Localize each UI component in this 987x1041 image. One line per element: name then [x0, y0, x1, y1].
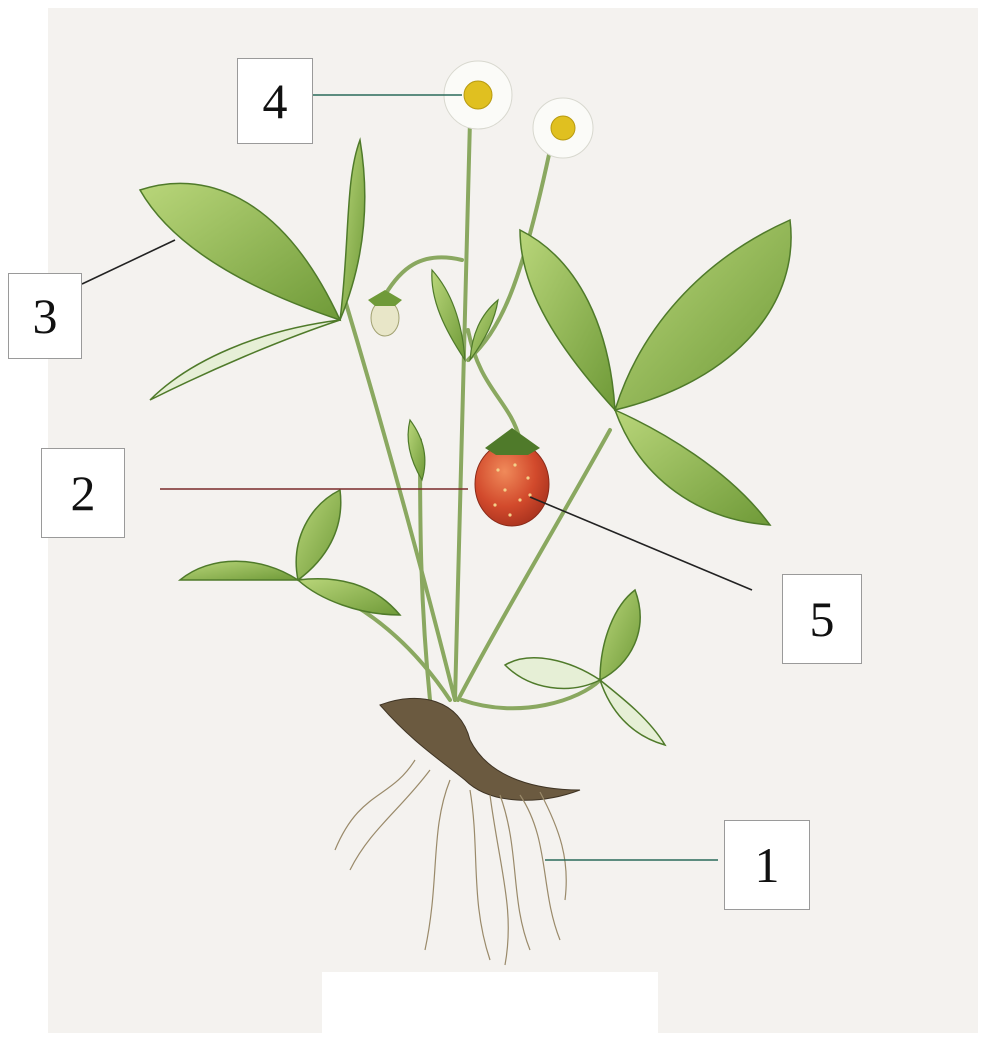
leaf-top-left: [140, 140, 365, 400]
rhizome-and-roots: [335, 698, 580, 965]
label-4: 4: [237, 58, 313, 144]
unripe-berry: [368, 290, 402, 336]
label-5: 5: [782, 574, 862, 664]
leaf-lower-right: [505, 590, 665, 745]
label-2: 2: [41, 448, 125, 538]
flowers: [444, 61, 593, 158]
leaf-lower-left: [180, 490, 400, 615]
leaf-right: [520, 220, 791, 525]
stems: [300, 120, 610, 708]
ripe-berry: [475, 428, 549, 526]
leader-line-3: [82, 240, 175, 284]
label-3: 3: [8, 273, 82, 359]
label-1: 1: [724, 820, 810, 910]
